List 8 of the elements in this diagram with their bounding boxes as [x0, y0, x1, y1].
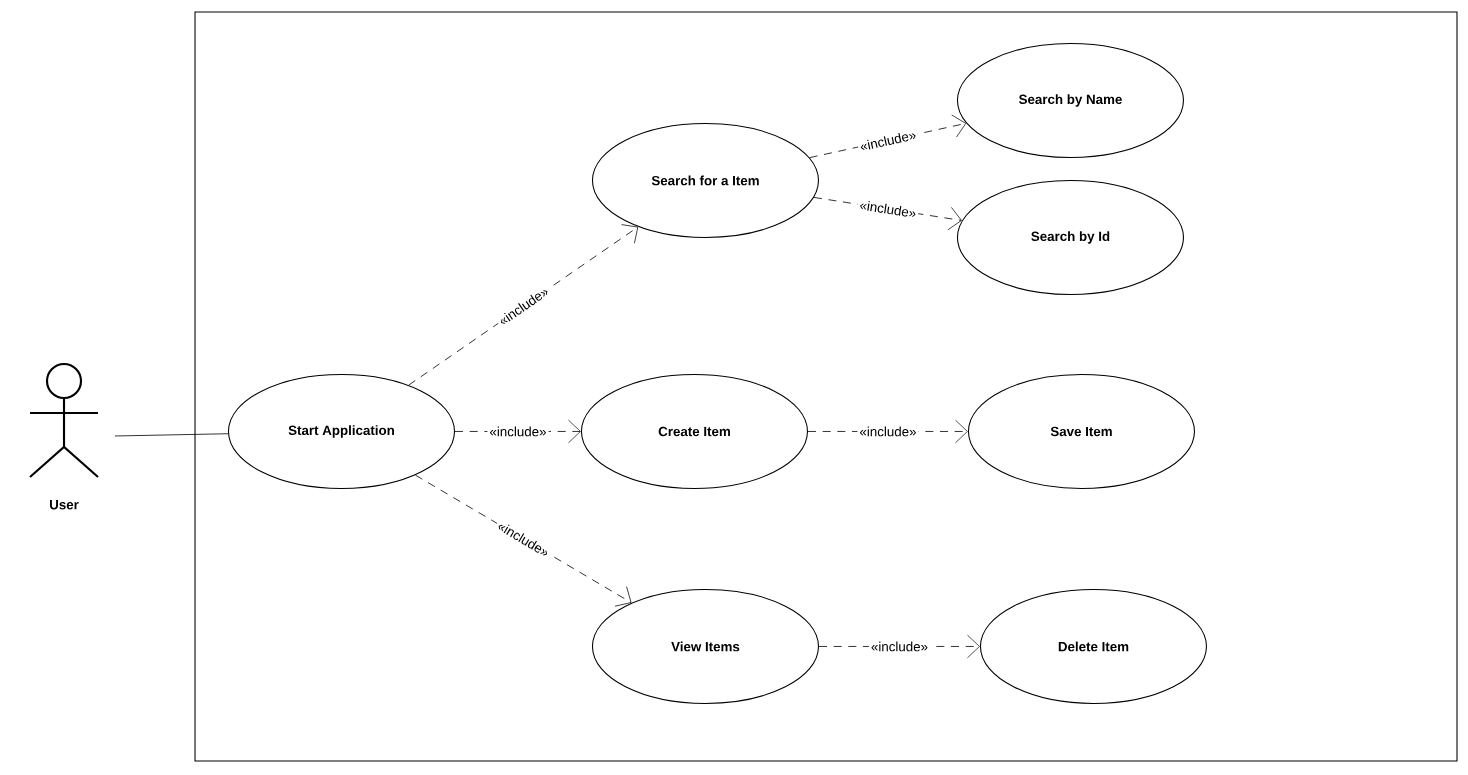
association-line — [114, 433, 229, 437]
edge-label: «include» — [857, 424, 919, 439]
edge-label: «include» — [856, 127, 920, 154]
actor-label: User — [50, 500, 79, 510]
edge-label: «include» — [868, 639, 930, 654]
system-boundary — [194, 11, 1458, 762]
edge-label: «include» — [487, 424, 549, 439]
edge-label: «include» — [856, 197, 920, 221]
